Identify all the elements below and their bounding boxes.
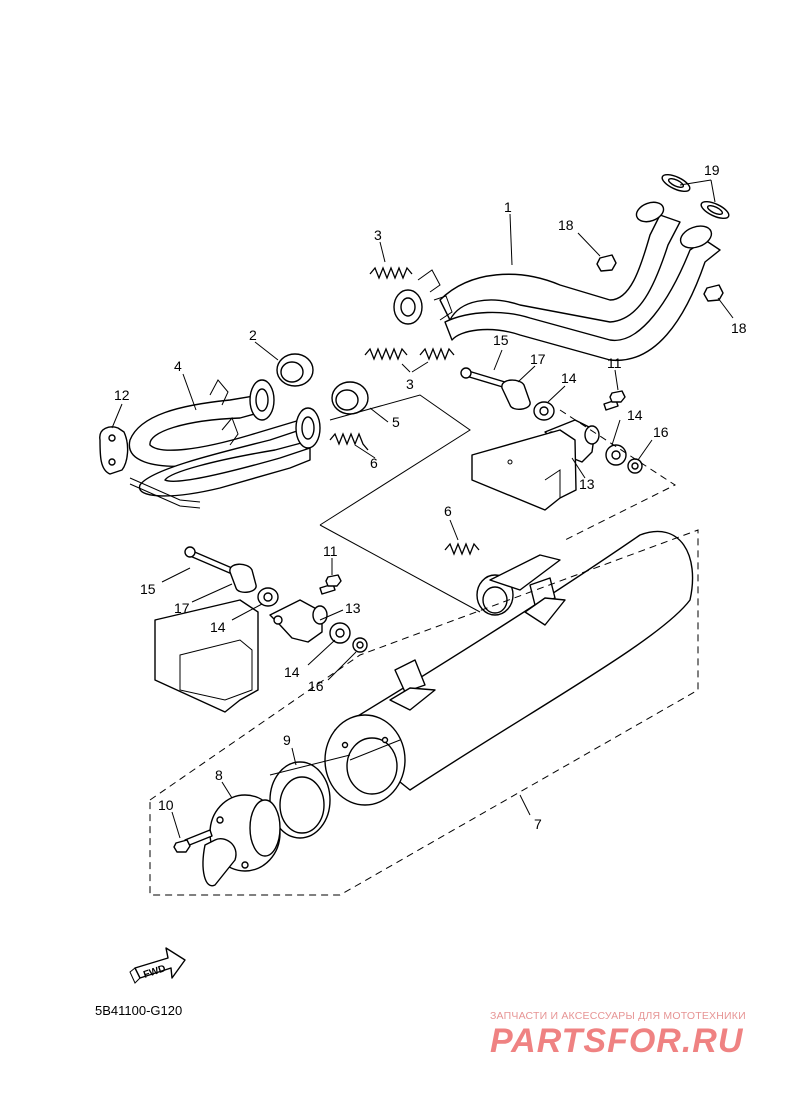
callout-9: 9	[283, 732, 291, 748]
callout-16: 16	[308, 678, 324, 694]
callout-3: 3	[374, 227, 382, 243]
callout-3: 3	[406, 376, 414, 392]
forward-direction-arrow-icon: FWD	[129, 947, 186, 984]
callout-2: 2	[249, 327, 257, 343]
callout-16: 16	[653, 424, 669, 440]
callout-12: 12	[114, 387, 130, 403]
callout-11: 11	[323, 543, 338, 559]
callout-4: 4	[174, 358, 182, 374]
muffler-7	[324, 530, 694, 806]
spark-arrester-8	[202, 794, 281, 887]
callout-14: 14	[627, 407, 643, 423]
callout-17: 17	[174, 600, 190, 616]
callout-18: 18	[731, 320, 747, 336]
callout-6: 6	[444, 503, 452, 519]
callout-5: 5	[392, 414, 400, 430]
upper-mount	[460, 367, 643, 511]
gasket-5	[331, 381, 369, 415]
exhaust-pipe-1	[393, 201, 721, 361]
callout-15: 15	[493, 332, 509, 348]
gasket-19	[661, 173, 730, 220]
bolt-10	[173, 829, 213, 853]
watermark-brand: PARTSFOR.RU	[490, 1022, 744, 1060]
callout-14: 14	[210, 619, 226, 635]
callout-1: 1	[504, 199, 512, 215]
callout-10: 10	[158, 797, 174, 813]
callout-15: 15	[140, 581, 156, 597]
lower-mount	[154, 546, 368, 713]
callout-11: 11	[607, 355, 622, 371]
callout-17: 17	[530, 351, 546, 367]
watermark-tagline: ЗАПЧАСТИ И АКСЕССУАРЫ ДЛЯ МОТОТЕХНИКИ	[490, 1010, 746, 1022]
bracket-12	[99, 426, 129, 475]
callout-19: 19	[704, 162, 720, 178]
callout-6: 6	[370, 455, 378, 471]
callout-13: 13	[345, 600, 361, 616]
callout-18: 18	[558, 217, 574, 233]
spring-3	[364, 266, 455, 361]
callout-8: 8	[215, 767, 223, 783]
callout-14: 14	[284, 664, 300, 680]
callout-labels: 1 2 3 3 4 5 6 6 7 8 9 10 11 11 12 13 13 …	[114, 162, 747, 832]
callout-7: 7	[534, 816, 542, 832]
spring-6	[329, 432, 480, 556]
diagram-code: 5B41100-G120	[95, 1003, 183, 1018]
callout-13: 13	[579, 476, 595, 492]
callout-14: 14	[561, 370, 577, 386]
gasket-2	[276, 353, 314, 387]
exhaust-pipe-4	[128, 379, 321, 509]
gasket-9	[269, 761, 331, 839]
